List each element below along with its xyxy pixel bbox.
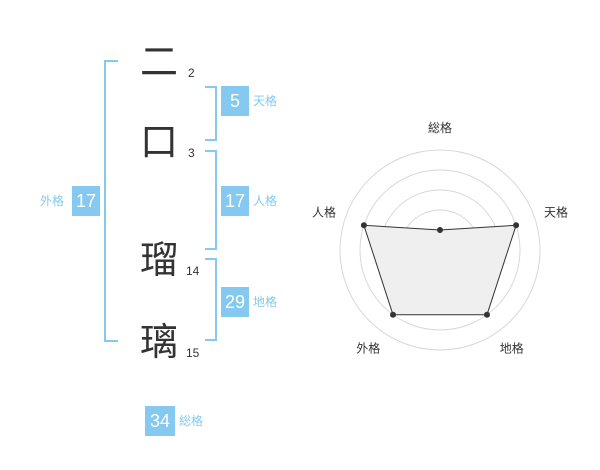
name-char-1: 二 <box>139 40 178 84</box>
name-char-4: 璃 <box>139 320 178 364</box>
radar-axis-label-3: 地格 <box>500 341 524 356</box>
radar-point-3 <box>484 311 490 318</box>
radar-axis-label-5: 人格 <box>312 204 336 219</box>
radar-axis-label-2: 天格 <box>544 204 568 219</box>
stroke-count-3: 14 <box>186 264 200 278</box>
soukaku-value: 34 <box>145 406 175 436</box>
jinkaku-value: 17 <box>221 186 249 216</box>
gaikaku-value: 17 <box>72 186 100 216</box>
radar-area <box>363 224 517 316</box>
jinkaku-bracket <box>205 150 217 250</box>
stroke-count-1: 2 <box>188 66 195 80</box>
radar-point-1 <box>437 227 443 233</box>
radar-ring <box>339 149 541 351</box>
chikaku-bracket <box>205 258 217 341</box>
stroke-count-4: 15 <box>186 346 200 360</box>
gaikaku-label: 外格 <box>40 194 65 208</box>
name-char-2: 口 <box>139 120 178 164</box>
tenkaku-label: 天格 <box>253 94 278 108</box>
tenkaku-value: 5 <box>221 86 249 116</box>
soukaku-label: 総格 <box>179 414 204 428</box>
chikaku-value: 29 <box>221 287 249 317</box>
radar-axis-label-1: 総格 <box>428 120 452 135</box>
radar-point-2 <box>513 222 520 229</box>
name-char-3: 瑠 <box>139 238 178 282</box>
tenkaku-bracket <box>205 86 217 141</box>
jinkaku-label: 人格 <box>253 194 278 208</box>
radar-points <box>360 222 520 318</box>
chikaku-label: 地格 <box>253 295 278 309</box>
radar-point-4 <box>390 311 396 318</box>
gaikaku-bracket <box>104 60 118 342</box>
radar-axis-label-4: 外格 <box>356 341 380 356</box>
radar-point-5 <box>360 222 367 229</box>
radar-ring <box>359 169 521 331</box>
stroke-count-2: 3 <box>188 146 195 160</box>
